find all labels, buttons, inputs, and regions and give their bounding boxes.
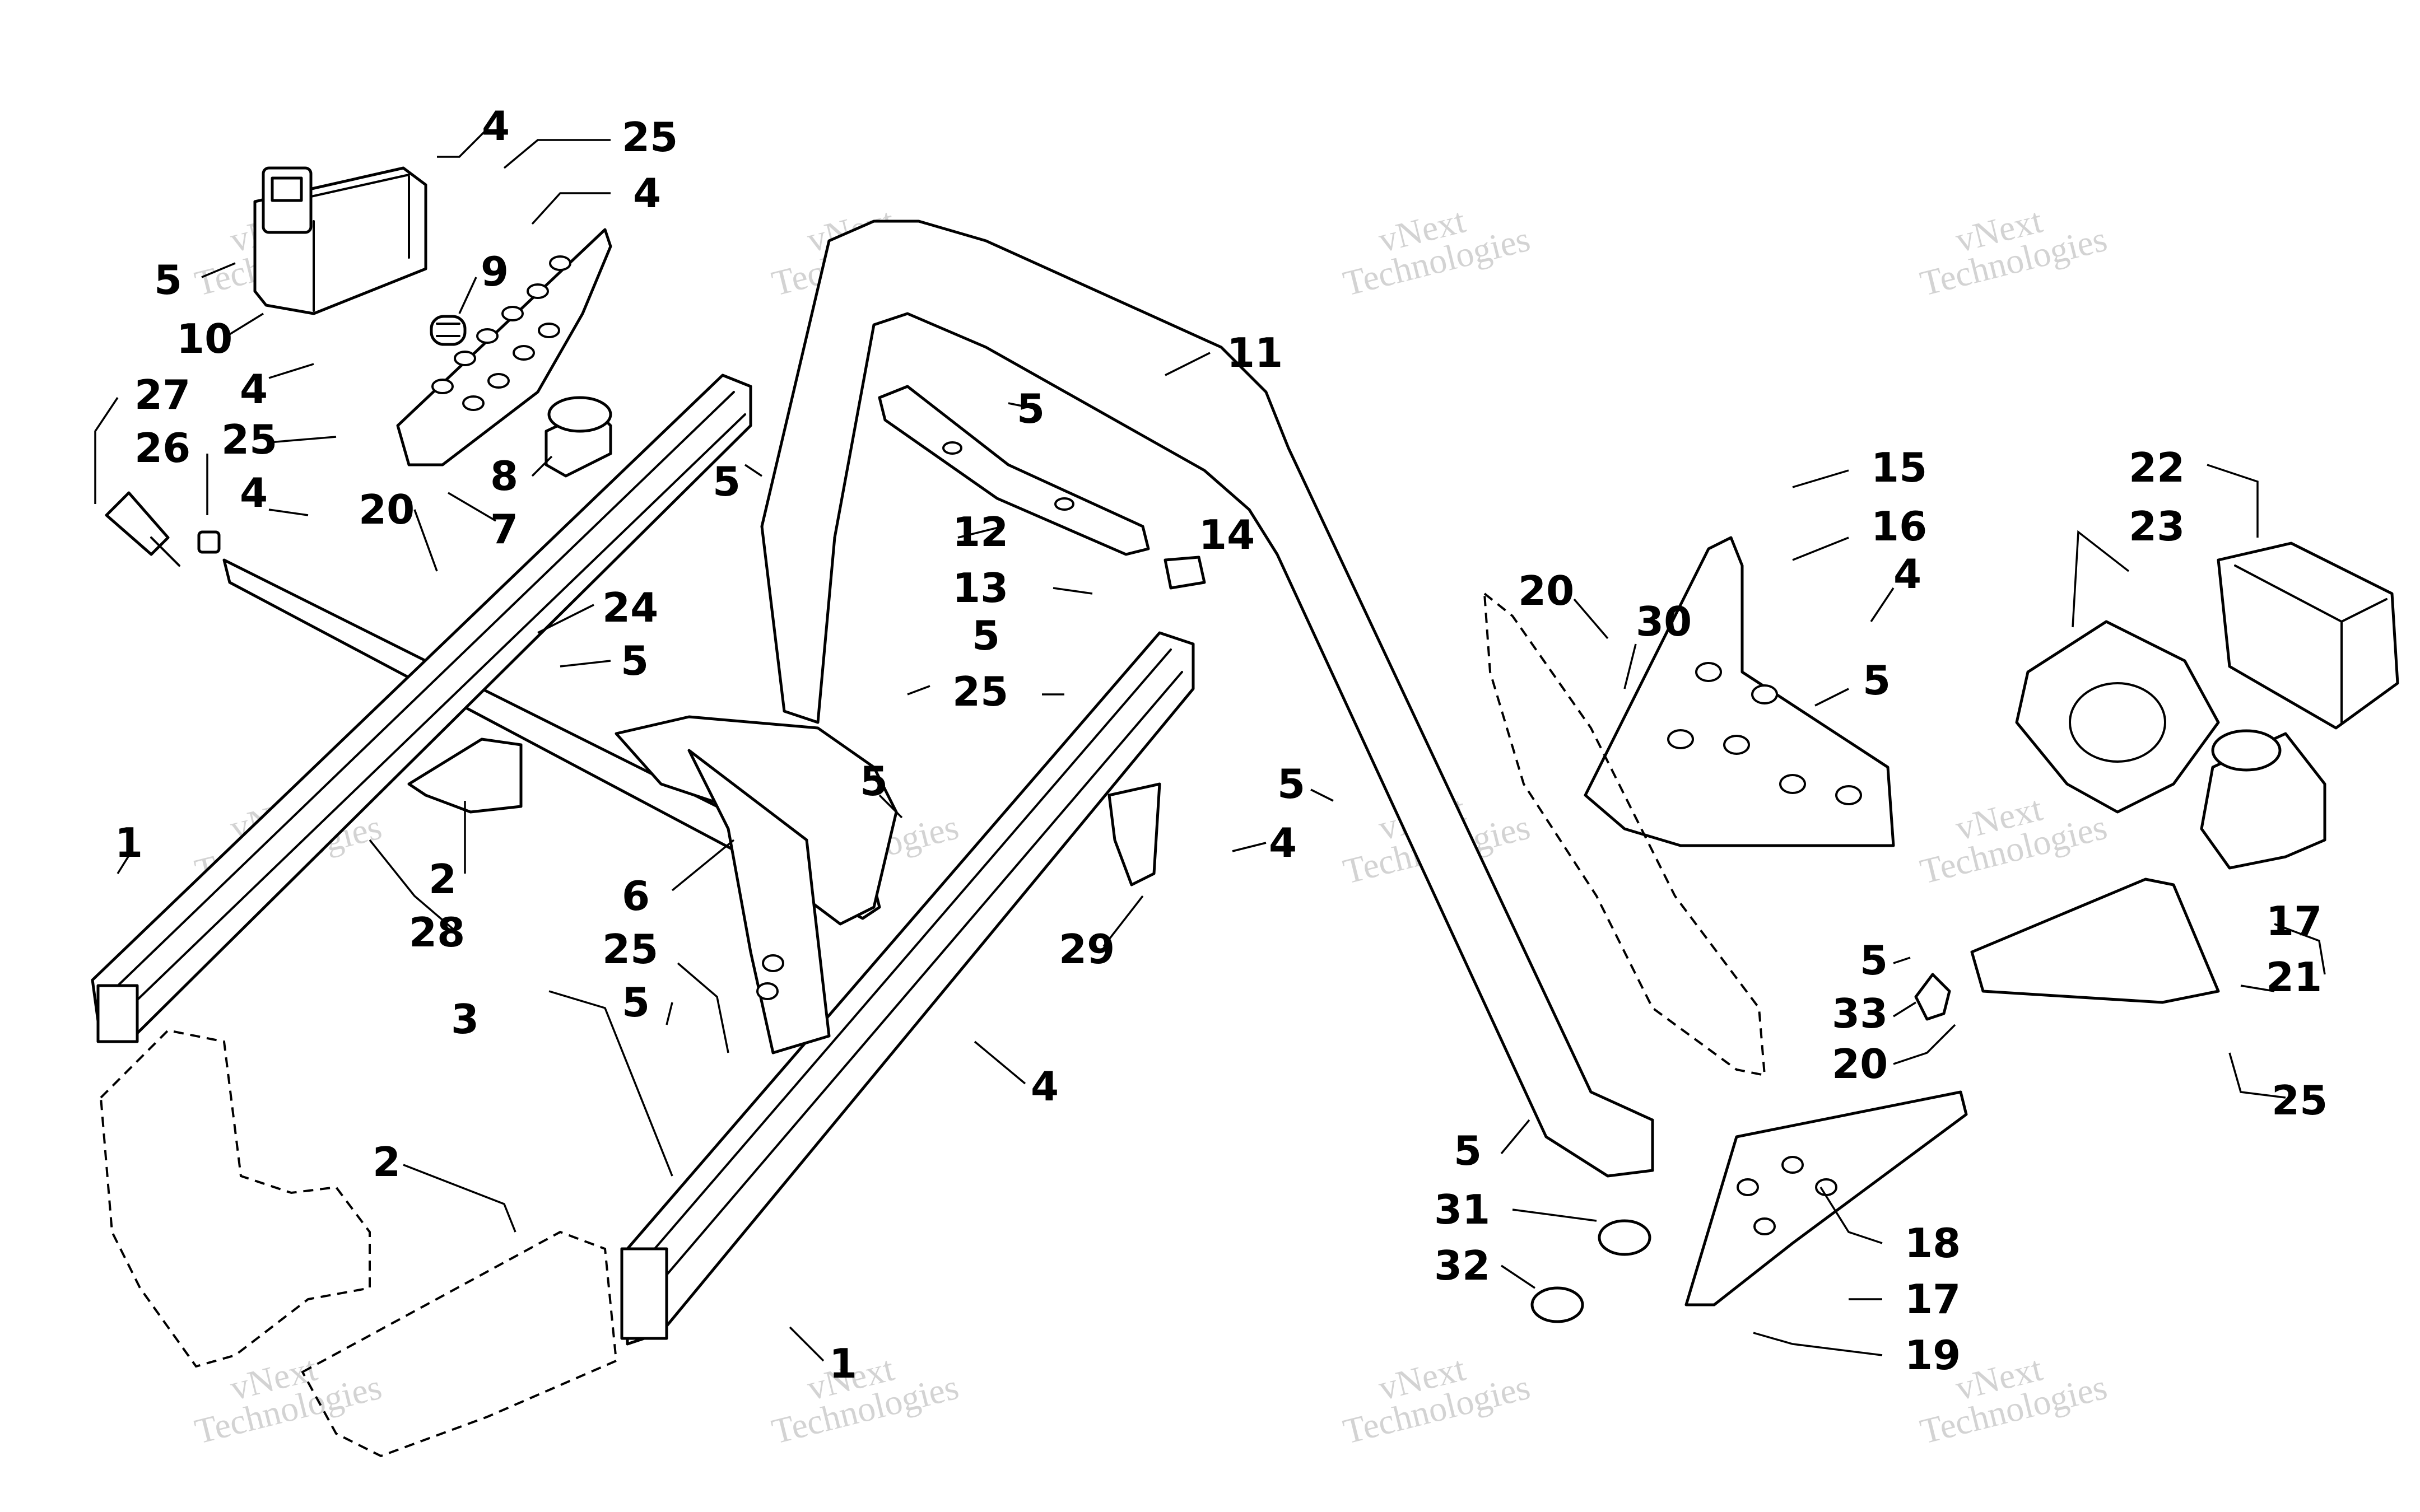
callout-25: 25 — [622, 114, 678, 161]
watermark: vNext Technologies — [1339, 200, 1534, 303]
callout-2: 2 — [429, 856, 457, 903]
callout-4: 4 — [482, 102, 510, 150]
part-left-rail — [91, 374, 752, 1043]
part-mounting-plate — [396, 228, 612, 466]
callout-24: 24 — [602, 584, 658, 631]
part-right-upper-plate — [1584, 536, 1895, 847]
callout-29: 29 — [1059, 926, 1115, 973]
callout-5: 5 — [1860, 937, 1888, 984]
callout-5: 5 — [622, 979, 650, 1026]
callout-21: 21 — [2266, 954, 2322, 1001]
part-holder — [2015, 620, 2220, 814]
callout-17: 17 — [2266, 898, 2322, 945]
callout-4: 4 — [1269, 819, 1297, 866]
part-clip — [1164, 556, 1206, 590]
callout-3: 3 — [451, 996, 479, 1043]
callout-20: 20 — [1832, 1040, 1888, 1088]
callout-2: 2 — [373, 1138, 401, 1186]
part-box — [2217, 542, 2399, 730]
part-control-module — [253, 166, 427, 315]
callout-20: 20 — [359, 486, 415, 533]
callout-7: 7 — [490, 506, 518, 553]
part-tie-rod — [105, 491, 881, 920]
part-grommet — [430, 315, 467, 346]
callout-22: 22 — [2129, 444, 2185, 491]
callout-5: 5 — [1454, 1127, 1482, 1174]
callout-16: 16 — [1871, 503, 1927, 550]
callout-20: 20 — [1518, 567, 1574, 614]
callout-17: 17 — [1905, 1276, 1961, 1323]
callout-19: 19 — [1905, 1332, 1961, 1379]
callout-11: 11 — [1227, 329, 1283, 376]
callout-5: 5 — [154, 256, 182, 304]
callout-27: 27 — [134, 371, 190, 418]
part-lower-right-plate — [1684, 1090, 1968, 1306]
part-cylinder — [2200, 729, 2326, 870]
callout-25: 25 — [2272, 1077, 2328, 1124]
callout-6: 6 — [622, 872, 650, 920]
callout-5: 5 — [860, 758, 888, 805]
part-seat-bracket — [615, 715, 898, 1054]
callout-13: 13 — [952, 564, 1008, 612]
callout-5: 5 — [1017, 385, 1045, 432]
watermark: vNext Technologies — [191, 1348, 385, 1451]
part-frame-outline — [99, 1029, 618, 1458]
callout-4: 4 — [1893, 550, 1921, 598]
callout-18: 18 — [1905, 1220, 1961, 1267]
part-hose-clamp-large — [1598, 1219, 1651, 1256]
watermark: vNext Technologies — [768, 1348, 962, 1451]
callout-5: 5 — [621, 637, 649, 684]
callout-30: 30 — [1636, 598, 1692, 645]
callout-26: 26 — [134, 424, 190, 472]
callout-5: 5 — [972, 612, 1000, 659]
leader-lines — [94, 128, 2326, 1362]
callout-5: 5 — [1863, 657, 1891, 704]
callout-25: 25 — [221, 416, 277, 463]
watermark: vNext Technologies — [1916, 200, 2111, 303]
callout-4: 4 — [240, 469, 268, 516]
callout-1: 1 — [115, 819, 143, 866]
part-right-bracket — [1970, 878, 2220, 1004]
callout-15: 15 — [1871, 444, 1927, 491]
callout-4: 4 — [1031, 1063, 1059, 1110]
callout-32: 32 — [1434, 1242, 1490, 1289]
callout-4: 4 — [240, 366, 268, 413]
callout-9: 9 — [481, 248, 509, 295]
part-center-rail — [620, 631, 1195, 1346]
callout-4: 4 — [633, 170, 661, 217]
part-small-bracket — [407, 738, 523, 814]
part-hose-clamp-small — [1530, 1286, 1584, 1323]
part-relay — [544, 396, 612, 478]
callout-33: 33 — [1832, 990, 1888, 1037]
part-clamp — [1914, 973, 1951, 1021]
watermark: vNext Technologies — [1339, 1348, 1534, 1451]
callout-28: 28 — [409, 909, 465, 956]
part-panel-outline — [1483, 591, 1766, 1077]
part-mid-bracket — [1107, 782, 1161, 886]
callout-8: 8 — [490, 452, 518, 500]
callout-12: 12 — [952, 508, 1008, 556]
callout-25: 25 — [602, 926, 658, 973]
callout-1: 1 — [829, 1340, 857, 1387]
callout-10: 10 — [176, 315, 232, 362]
part-strap — [878, 385, 1150, 556]
callout-25: 25 — [952, 668, 1008, 715]
callout-14: 14 — [1199, 511, 1255, 558]
callout-labels: 4 25 4 5 9 10 27 4 25 26 4 20 8 7 5 24 5… — [115, 102, 2328, 1387]
callout-31: 31 — [1434, 1186, 1490, 1233]
callout-23: 23 — [2129, 503, 2185, 550]
part-main-hoop — [760, 220, 1654, 1178]
callout-5: 5 — [713, 458, 741, 505]
callout-5: 5 — [1277, 760, 1305, 808]
